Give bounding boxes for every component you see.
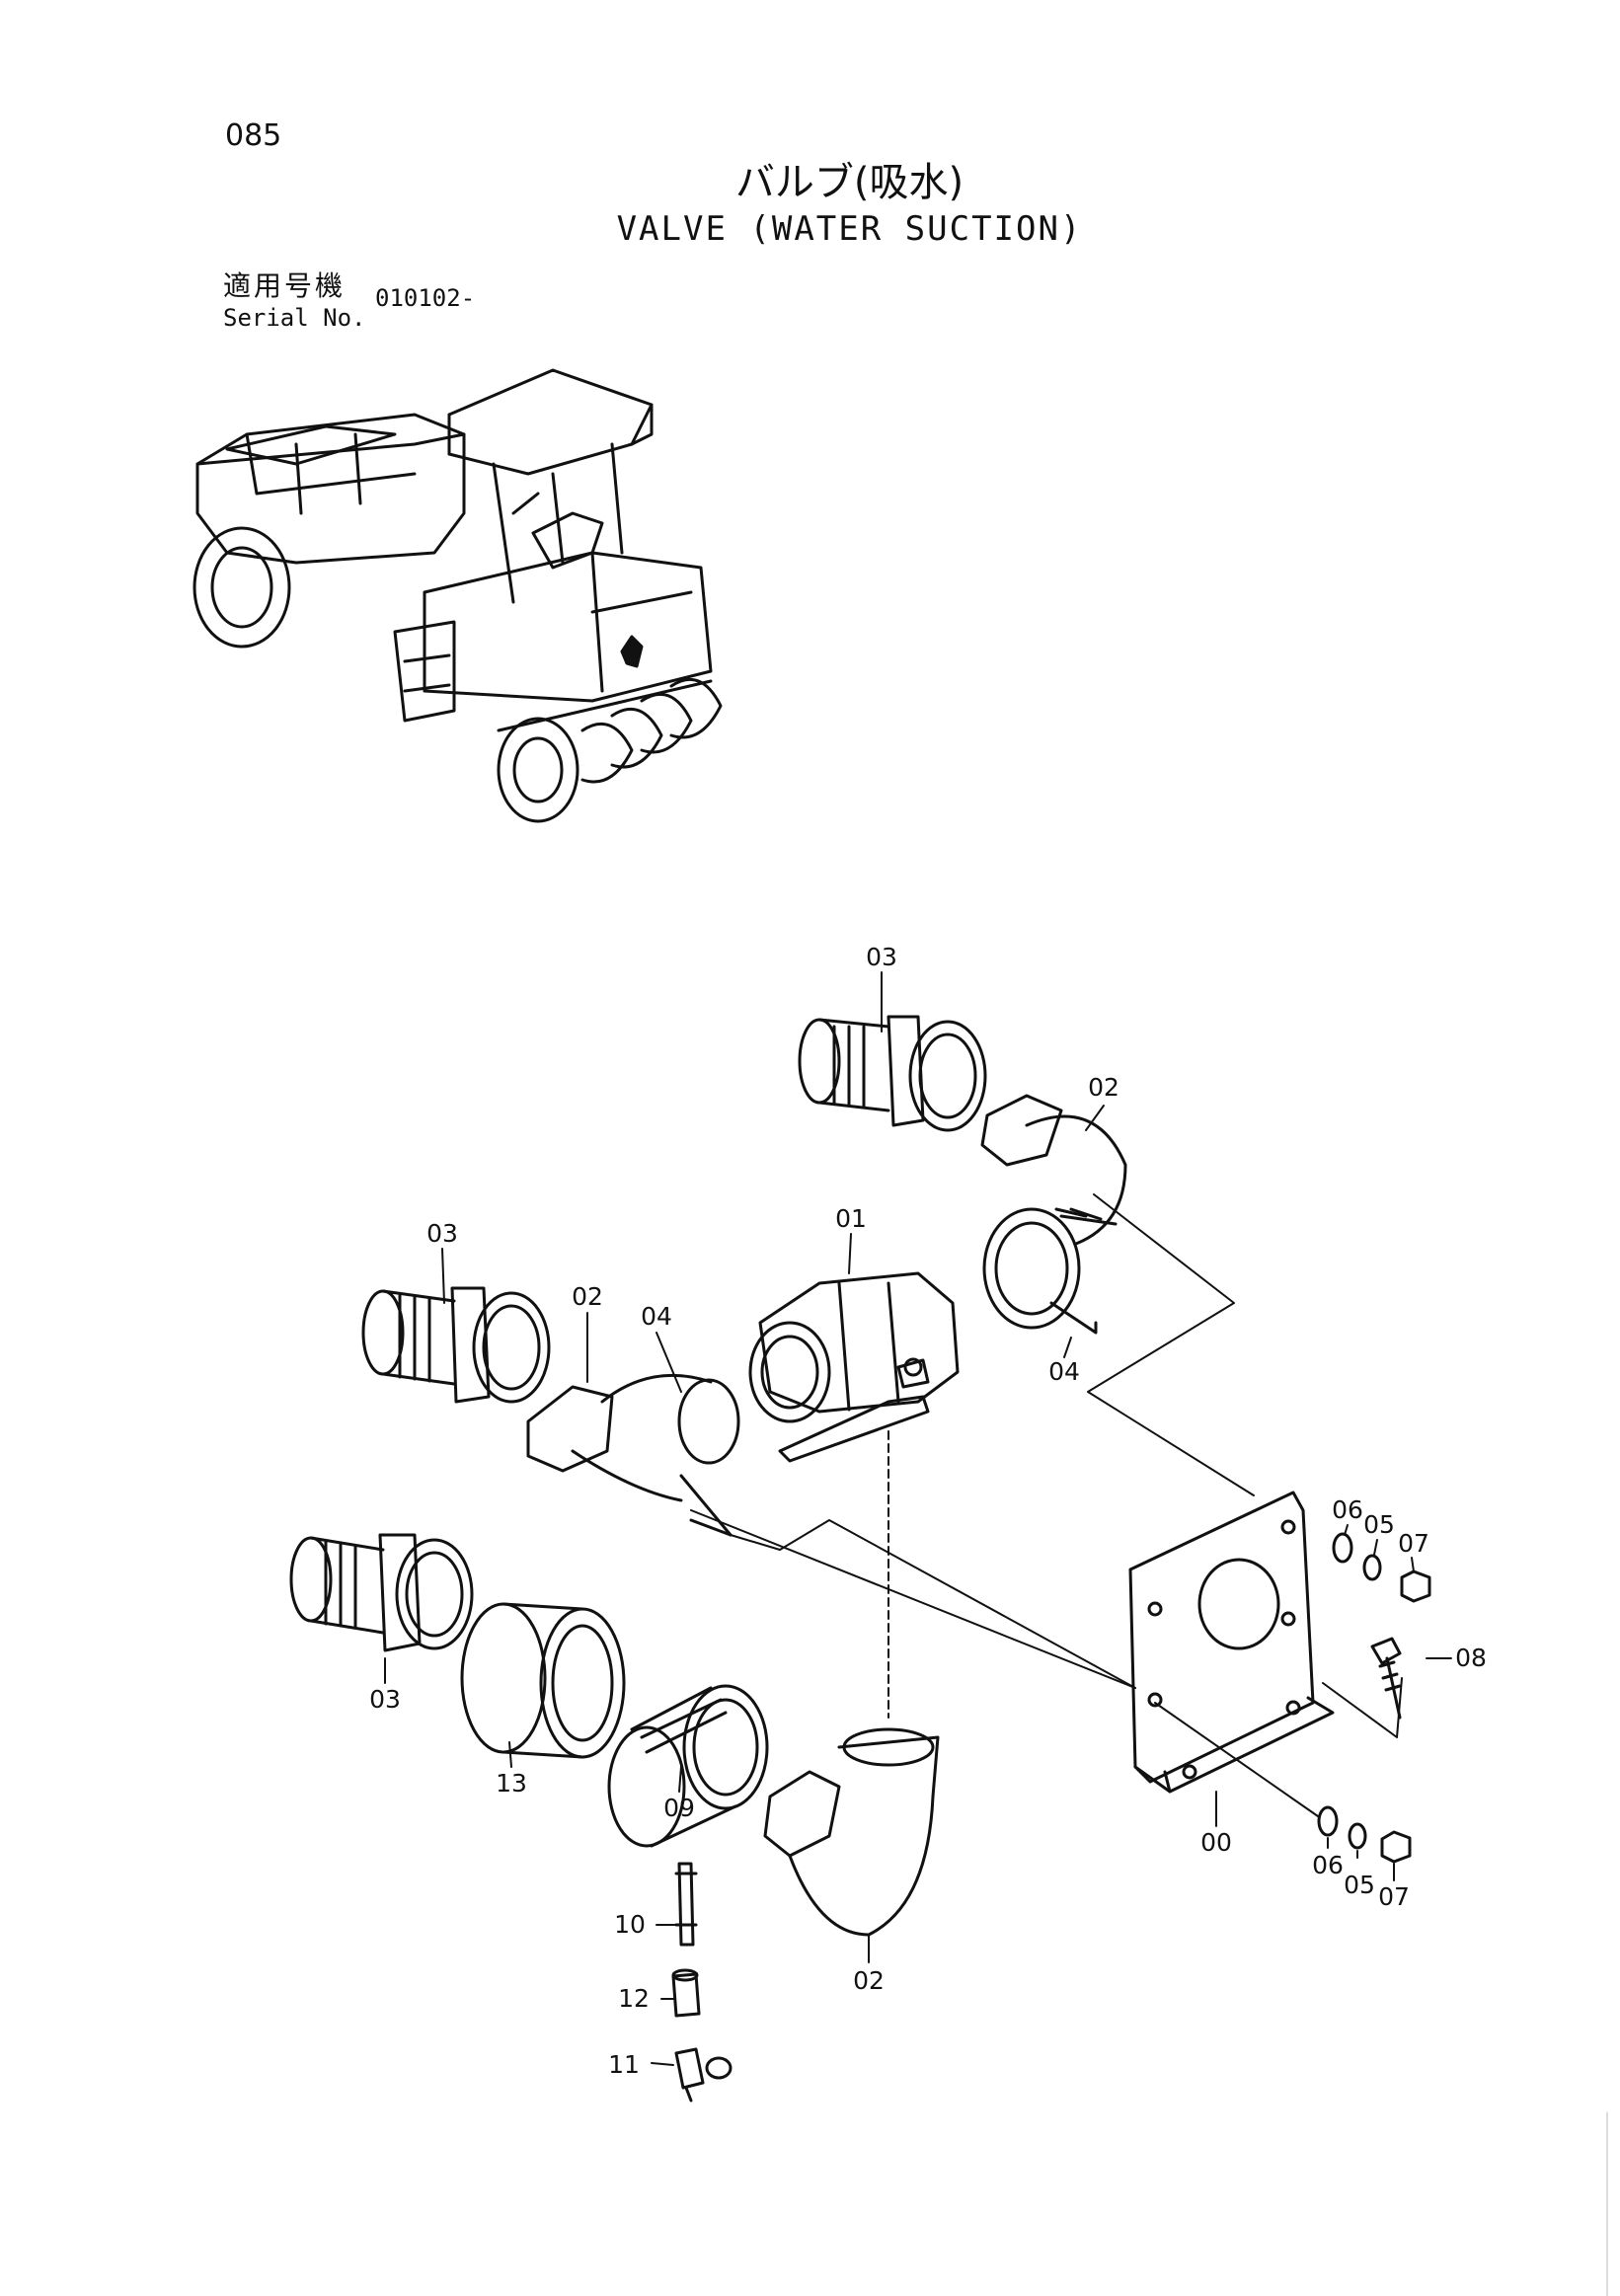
- callout-11: 11: [608, 2050, 640, 2079]
- callout-00: 00: [1200, 1828, 1232, 1857]
- hose-nipple-middle: [361, 1286, 551, 1404]
- callout-13: 13: [496, 1769, 527, 1798]
- page-title-en: VALVE (WATER SUCTION): [616, 209, 1083, 249]
- strainer: [460, 1602, 626, 1759]
- elbow-top: [980, 1094, 1127, 1335]
- fasteners: [1317, 1532, 1431, 1864]
- elbow-lower: [763, 1727, 940, 1937]
- callout-09: 09: [663, 1794, 695, 1822]
- callout-02-top: 02: [1088, 1073, 1119, 1102]
- elbow-middle: [526, 1373, 740, 1537]
- callout-03-top: 03: [866, 943, 897, 971]
- callout-07-upper: 07: [1398, 1529, 1429, 1558]
- callout-03-lower: 03: [369, 1685, 401, 1714]
- callout-02-lower: 02: [853, 1966, 885, 1995]
- callout-01: 01: [835, 1204, 867, 1233]
- hose-nipple-top: [798, 1015, 987, 1132]
- callout-04-top: 04: [1048, 1357, 1080, 1386]
- leader-lines: [384, 971, 1452, 2066]
- pipe-nipple: [607, 1684, 769, 1848]
- callout-06-lower: 06: [1312, 1851, 1344, 1879]
- serial-label-en: Serial No.: [223, 304, 366, 332]
- callout-08: 08: [1455, 1644, 1487, 1672]
- callout-06-upper: 06: [1332, 1495, 1363, 1524]
- callout-05-lower: 05: [1344, 1871, 1375, 1899]
- grease-parts: [671, 1862, 733, 2103]
- page-title-jp: バルブ(吸水): [734, 160, 964, 205]
- ball-valve: [748, 1271, 960, 1463]
- hose-nipple-lower: [289, 1533, 474, 1652]
- callout-04-middle: 04: [641, 1302, 672, 1331]
- callout-07-lower: 07: [1378, 1882, 1410, 1911]
- callout-05-upper: 05: [1363, 1510, 1395, 1539]
- callout-12: 12: [618, 1984, 650, 2013]
- callout-02-middle: 02: [572, 1282, 603, 1311]
- callout-03-middle: 03: [426, 1219, 458, 1248]
- page-number: 085: [225, 118, 282, 153]
- road-roller-illustration-icon: [193, 368, 723, 823]
- serial-value: 010102-: [375, 284, 476, 312]
- serial-label-jp: 適用号機: [223, 269, 347, 302]
- callout-10: 10: [614, 1910, 646, 1939]
- mounting-bracket: [1128, 1491, 1335, 1794]
